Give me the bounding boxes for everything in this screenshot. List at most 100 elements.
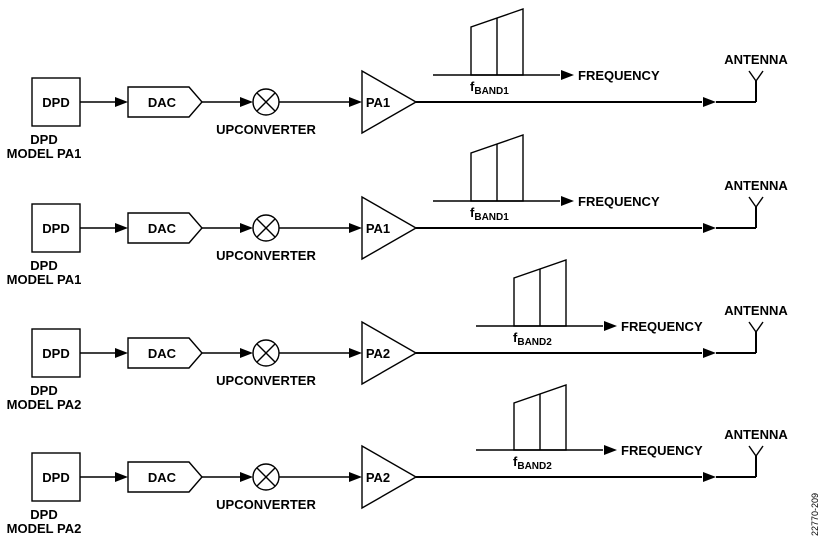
upconverter-mixer-icon [252,214,280,242]
antenna-icon [748,70,764,102]
pa-triangle [361,320,418,386]
frequency-label: FREQUENCY [578,68,660,83]
frequency-label: FREQUENCY [621,443,703,458]
dpd-to-dac-arrowhead [115,348,128,358]
band-label-subscript: BAND2 [517,337,552,348]
pa-label: PA2 [366,346,390,361]
dac-block: DAC [127,461,203,493]
dpd-label: DPD [42,470,69,485]
mixer-to-pa-arrowhead [349,348,362,358]
band-label: fBAND2 [513,454,552,472]
dpd-label: DPD [42,346,69,361]
pa-label: PA2 [366,470,390,485]
antenna-arm-right [755,445,764,457]
antenna-label: ANTENNA [724,52,788,67]
upconverter-mixer-icon [252,339,280,367]
antenna-arm-right [755,321,764,333]
antenna-label: ANTENNA [724,303,788,318]
dpd-label: DPD [42,221,69,236]
dac-block: DAC [127,337,203,369]
upconverter-mixer-icon [252,463,280,491]
pa-triangle [361,444,418,510]
power-amplifier-block: PA2 [361,320,418,386]
pa-label: PA1 [366,95,390,110]
frequency-label: FREQUENCY [621,319,703,334]
antenna-icon [748,196,764,228]
antenna-arm-left [748,321,757,333]
dac-block: DAC [127,212,203,244]
band-label-subscript: BAND1 [474,212,509,223]
mixer-cross-b [256,218,276,238]
dac-to-mixer-arrowhead [240,472,253,482]
pa-triangle [361,69,418,135]
band-spectrum-shape [513,259,567,327]
frequency-axis-arrowhead [604,445,617,455]
mixer-cross-b [256,92,276,112]
pa-to-antenna-arrowhead [703,348,716,358]
upconverter-mixer-icon [252,88,280,116]
dpd-caption-line1: DPD [30,132,57,147]
mixer-to-pa-arrowhead [349,223,362,233]
dpd-caption-line2: MODEL PA1 [7,146,82,161]
frequency-axis-arrowhead [561,70,574,80]
dac-to-mixer-arrowhead [240,223,253,233]
antenna-icon [748,321,764,353]
spectrum-inset: FREQUENCY fBAND2 [476,259,703,348]
dac-to-mixer-arrowhead [240,97,253,107]
antenna-arm-right [755,70,764,82]
band-spectrum-shape [470,8,524,76]
power-amplifier-block: PA2 [361,444,418,510]
pa-triangle [361,195,418,261]
dpd-block: DPD [31,203,81,253]
band-label-f: f [513,454,518,469]
dac-block: DAC [127,86,203,118]
spectrum-inset: FREQUENCY fBAND1 [433,8,660,97]
dac-to-mixer-arrowhead [240,348,253,358]
antenna-label: ANTENNA [724,427,788,442]
antenna-arm-left [748,196,757,208]
dpd-label: DPD [42,95,69,110]
antenna-icon [748,445,764,477]
upconverter-caption: UPCONVERTER [216,497,316,512]
antenna-arm-left [748,70,757,82]
power-amplifier-block: PA1 [361,195,418,261]
dpd-caption-line2: MODEL PA2 [7,521,82,536]
antenna-arm-left [748,445,757,457]
mixer-to-pa-arrowhead [349,97,362,107]
upconverter-caption: UPCONVERTER [216,122,316,137]
dpd-block: DPD [31,328,81,378]
frequency-axis-arrowhead [561,196,574,206]
band-label-subscript: BAND1 [474,86,509,97]
antenna-label: ANTENNA [724,178,788,193]
pa-label: PA1 [366,221,390,236]
dpd-block: DPD [31,77,81,127]
dac-shape [127,86,203,118]
dac-label: DAC [148,346,177,361]
dpd-caption-line1: DPD [30,383,57,398]
spectrum-inset: FREQUENCY fBAND2 [476,384,703,472]
band-label-f: f [470,79,475,94]
dpd-to-dac-arrowhead [115,472,128,482]
band-spectrum-shape [470,134,524,202]
upconverter-caption: UPCONVERTER [216,373,316,388]
dac-shape [127,337,203,369]
band-label: fBAND2 [513,330,552,348]
frequency-axis-arrowhead [604,321,617,331]
dpd-caption-line2: MODEL PA2 [7,397,82,412]
power-amplifier-block: PA1 [361,69,418,135]
dac-shape [127,461,203,493]
figure-id: 22770-209 [810,493,820,536]
band-label-f: f [470,205,475,220]
dac-label: DAC [148,95,177,110]
dpd-caption-line1: DPD [30,507,57,522]
dpd-to-dac-arrowhead [115,97,128,107]
pa-to-antenna-arrowhead [703,223,716,233]
band-label-subscript: BAND2 [517,461,552,472]
dpd-to-dac-arrowhead [115,223,128,233]
dac-label: DAC [148,470,177,485]
mixer-cross-b [256,343,276,363]
dac-label: DAC [148,221,177,236]
